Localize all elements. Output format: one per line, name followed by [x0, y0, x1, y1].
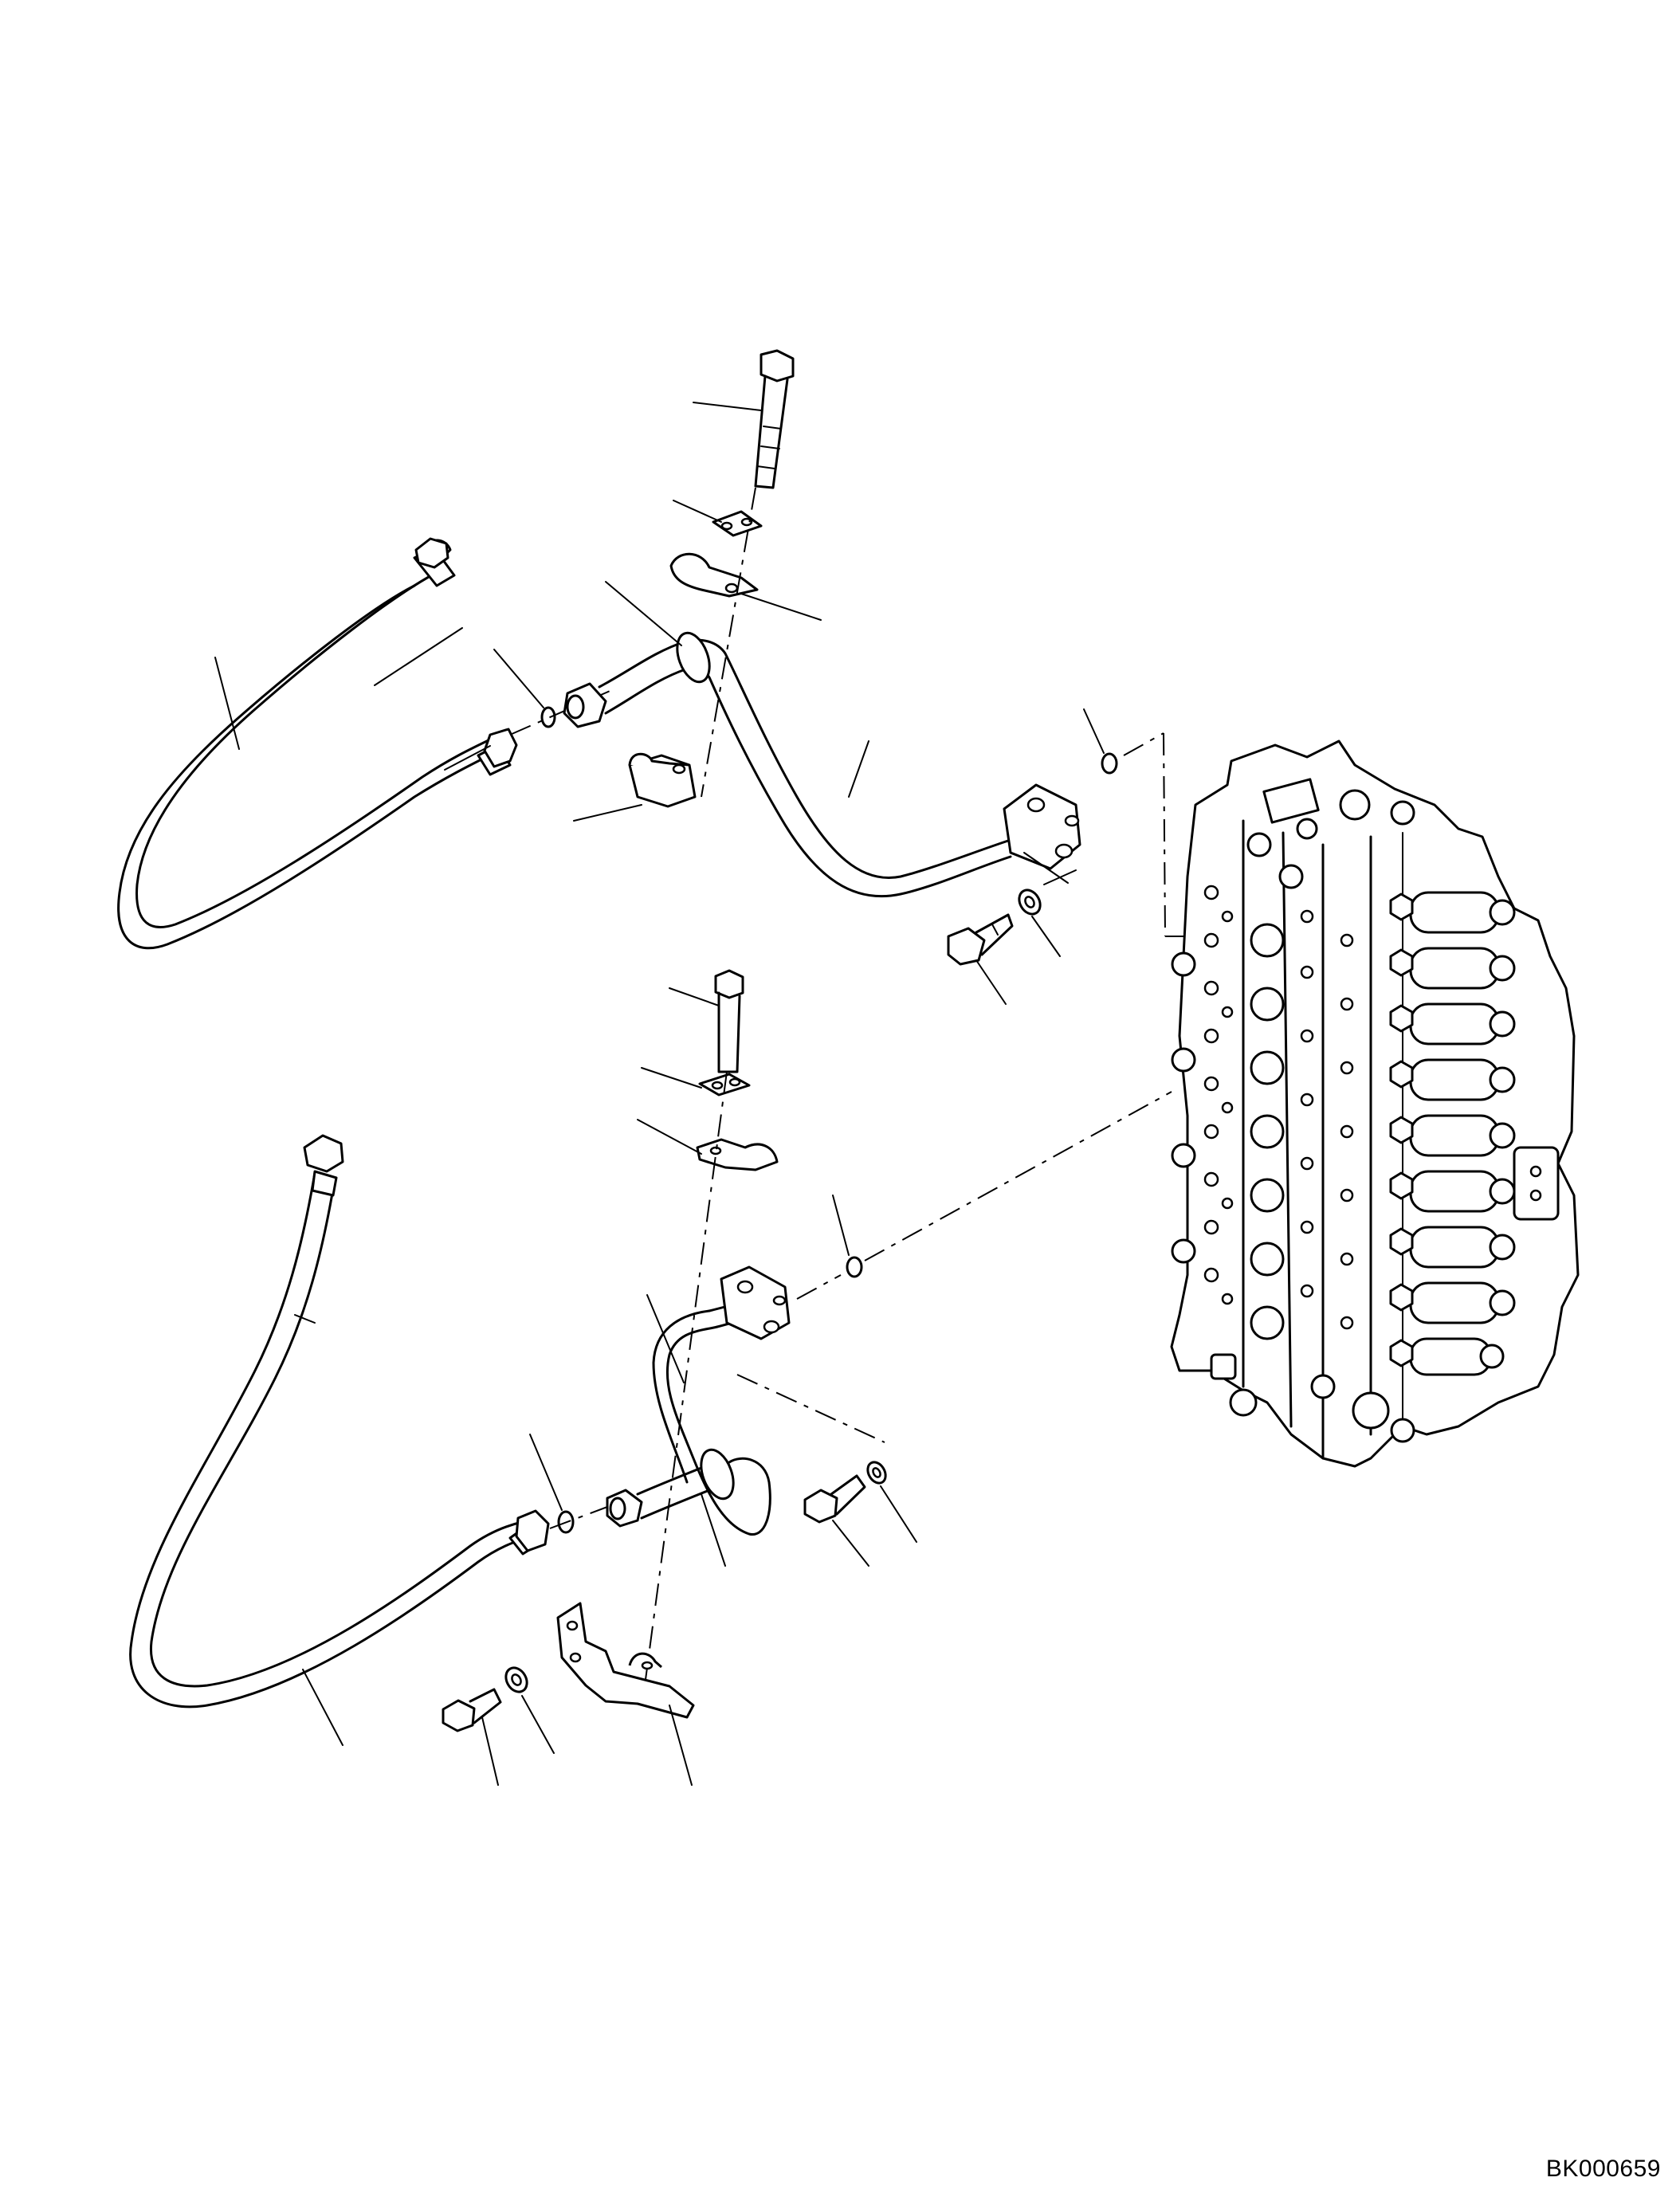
flange-o-ring: [1101, 752, 1118, 775]
hose-leader: [214, 657, 240, 750]
hex-plugs: [1389, 893, 1414, 1367]
solenoids: [1409, 891, 1560, 1376]
upper-assembly: [117, 349, 1195, 1005]
drawing-id: BK000659: [1545, 2156, 1661, 2182]
control-valve: [1170, 740, 1580, 1468]
upper-hose: [117, 537, 518, 950]
lower-hose: [129, 1134, 550, 1746]
valve-o-ring: [846, 1256, 863, 1278]
lower-flange-hardware: [736, 1374, 917, 1567]
upper-clamp-assembly: [573, 349, 822, 822]
valve-plugs: [1250, 909, 1354, 1340]
o-ring: [540, 706, 556, 728]
lower-pipe: [606, 1265, 791, 1567]
upper-flange-hardware: [947, 852, 1077, 1005]
bracket-hardware: [442, 1666, 555, 1786]
lower-clamp-assembly: [556, 969, 779, 1786]
lower-assembly: [129, 969, 1172, 1786]
upper-pipe: [563, 631, 1081, 898]
